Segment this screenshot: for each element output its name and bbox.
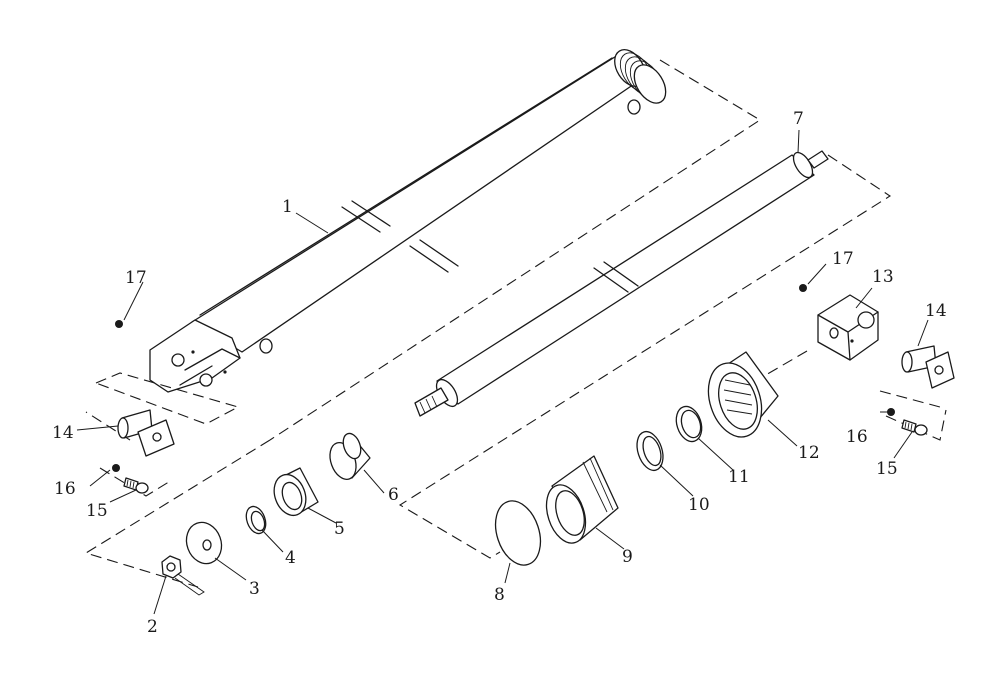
seal-ring-10 <box>636 430 664 472</box>
leader-lines <box>76 129 929 615</box>
cylinder-barrel <box>149 49 667 393</box>
piston-rod <box>414 150 829 417</box>
label-part-13: 13 <box>872 267 894 287</box>
lock-washer-right <box>887 408 895 416</box>
o-ring-small <box>245 505 267 535</box>
label-part-7: 7 <box>793 109 804 129</box>
label-part-15-right: 15 <box>876 459 898 479</box>
pin-left <box>117 409 175 457</box>
label-part-2: 2 <box>147 617 158 637</box>
label-part-4: 4 <box>285 548 296 568</box>
gland <box>545 455 619 544</box>
castle-nut <box>161 555 205 596</box>
pin-right <box>901 345 955 389</box>
bolt-left <box>123 477 149 494</box>
rod-clevis-block <box>817 294 879 361</box>
seal-ring-11 <box>675 405 703 443</box>
gland-nut <box>707 351 779 438</box>
label-part-17-right: 17 <box>832 249 854 269</box>
label-part-14-left: 14 <box>52 423 74 443</box>
lock-washer-left <box>112 464 120 472</box>
part-numbers: 1 2 3 4 5 6 7 8 9 10 11 12 13 14 14 15 1… <box>52 109 947 637</box>
o-ring-large <box>494 500 542 566</box>
label-part-16-right: 16 <box>846 427 868 447</box>
label-part-1: 1 <box>282 197 293 217</box>
piston <box>273 467 319 517</box>
label-part-14-right: 14 <box>925 301 947 321</box>
grease-fitting-left <box>115 320 123 328</box>
label-part-8: 8 <box>494 585 505 605</box>
label-part-15-left: 15 <box>86 501 108 521</box>
label-part-17-left: 17 <box>125 268 147 288</box>
washer <box>185 521 223 565</box>
label-part-9: 9 <box>622 547 633 567</box>
label-part-5: 5 <box>334 519 345 539</box>
label-part-10: 10 <box>688 495 710 515</box>
label-part-6: 6 <box>388 485 399 505</box>
label-part-12: 12 <box>798 443 820 463</box>
label-part-3: 3 <box>249 579 260 599</box>
grease-fitting-right <box>799 284 807 292</box>
label-part-11: 11 <box>728 467 750 487</box>
bushing <box>329 432 371 480</box>
bolt-right <box>901 419 928 436</box>
label-part-16-left: 16 <box>54 479 76 499</box>
